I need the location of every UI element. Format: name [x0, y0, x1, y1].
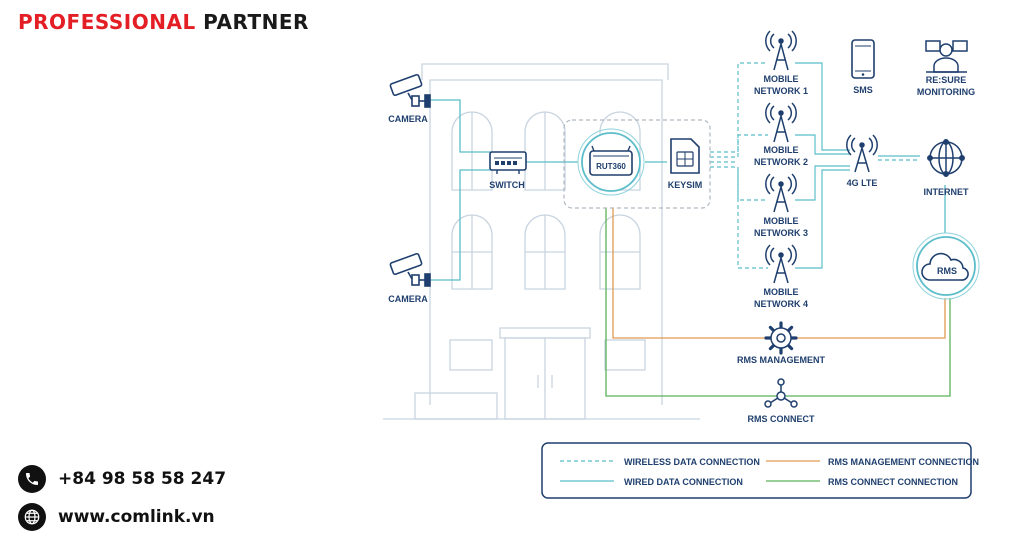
cell-tower-icon [765, 30, 797, 71]
cell-tower-icon [846, 134, 878, 173]
mobile-network-4[interactable]: MOBILE NETWORK 4 [754, 244, 808, 309]
contact-website[interactable]: www.comlink.vn [18, 503, 215, 531]
brand-title: PROFESSIONAL PARTNER [18, 10, 309, 34]
switch-node[interactable]: SWITCH [489, 151, 527, 190]
wired-connections [428, 99, 946, 281]
rms-management-label: RMS MANAGEMENT [737, 355, 825, 365]
legend-wired: WIRED DATA CONNECTION [624, 477, 743, 487]
mobile-3-line2: NETWORK 3 [754, 228, 808, 238]
mobile-network-1[interactable]: MOBILE NETWORK 1 [754, 30, 808, 96]
website-url: www.comlink.vn [58, 507, 215, 527]
sms-node[interactable]: SMS [851, 39, 875, 95]
brand-word-professional: PROFESSIONAL [18, 10, 196, 34]
network-uplinks [795, 62, 850, 269]
building-illustration [383, 63, 700, 420]
rms-connect-label: RMS CONNECT [748, 414, 816, 424]
sms-label: SMS [853, 85, 873, 95]
resure-line2: MONITORING [917, 87, 975, 97]
sim-card-icon [670, 138, 700, 174]
globe-icon [927, 139, 965, 177]
mobile-2-line1: MOBILE [764, 145, 799, 155]
rms-connect-node[interactable]: RMS CONNECT [748, 378, 816, 424]
legend-management: RMS MANAGEMENT CONNECTION [828, 457, 979, 467]
mobile-1-line1: MOBILE [764, 74, 799, 84]
mobile-2-line2: NETWORK 2 [754, 157, 808, 167]
phone-number: +84 98 58 58 247 [58, 469, 227, 489]
mobile-3-line1: MOBILE [764, 216, 799, 226]
wireless-connections [710, 62, 920, 269]
legend-connect: RMS CONNECT CONNECTION [828, 477, 958, 487]
smartphone-icon [851, 39, 875, 79]
keysim-node[interactable]: KEYSIM [668, 138, 703, 190]
keysim-label: KEYSIM [668, 180, 703, 190]
mobile-1-line2: NETWORK 1 [754, 86, 808, 96]
camera-top-label: CAMERA [388, 114, 428, 124]
cell-tower-icon [765, 244, 797, 284]
lte-label: 4G LTE [847, 178, 878, 188]
cloud-icon [921, 252, 969, 281]
router-icon [589, 145, 633, 176]
router-node[interactable]: RUT360 [577, 128, 645, 196]
brand-word-partner: PARTNER [203, 10, 309, 34]
network-nodes-icon [764, 378, 798, 408]
camera-icon [389, 252, 431, 287]
rms-management-node[interactable]: RMS MANAGEMENT [737, 321, 825, 365]
globe-icon [18, 503, 46, 531]
cell-tower-icon [765, 173, 797, 213]
camera-top[interactable]: CAMERA [388, 73, 431, 124]
camera-bottom-label: CAMERA [388, 294, 428, 304]
legend: WIRELESS DATA CONNECTION WIRED DATA CONN… [541, 442, 979, 499]
mobile-4-line2: NETWORK 4 [754, 299, 808, 309]
mobile-4-line1: MOBILE [764, 287, 799, 297]
legend-wireless: WIRELESS DATA CONNECTION [624, 457, 760, 467]
cell-tower-icon [765, 102, 797, 143]
router-group-box [563, 119, 711, 209]
internet-node[interactable]: INTERNET [924, 139, 970, 197]
rms-cloud-node[interactable]: RMS [912, 232, 980, 300]
switch-label: SWITCH [489, 180, 525, 190]
resure-monitoring-node[interactable]: RE:SURE MONITORING [917, 40, 975, 97]
switch-icon [489, 151, 527, 174]
phone-icon [18, 465, 46, 493]
rms-label: RMS [937, 266, 957, 276]
internet-label: INTERNET [924, 187, 970, 197]
mobile-network-2[interactable]: MOBILE NETWORK 2 [754, 102, 808, 167]
lte-node[interactable]: 4G LTE [846, 134, 878, 188]
mobile-network-3[interactable]: MOBILE NETWORK 3 [754, 173, 808, 238]
resure-line1: RE:SURE [926, 75, 967, 85]
router-label: RUT360 [596, 162, 626, 171]
camera-bottom[interactable]: CAMERA [388, 252, 431, 304]
monitoring-operator-icon [925, 40, 968, 73]
contact-phone[interactable]: +84 98 58 58 247 [18, 465, 226, 493]
gear-icon [764, 321, 798, 355]
camera-icon [389, 73, 431, 108]
